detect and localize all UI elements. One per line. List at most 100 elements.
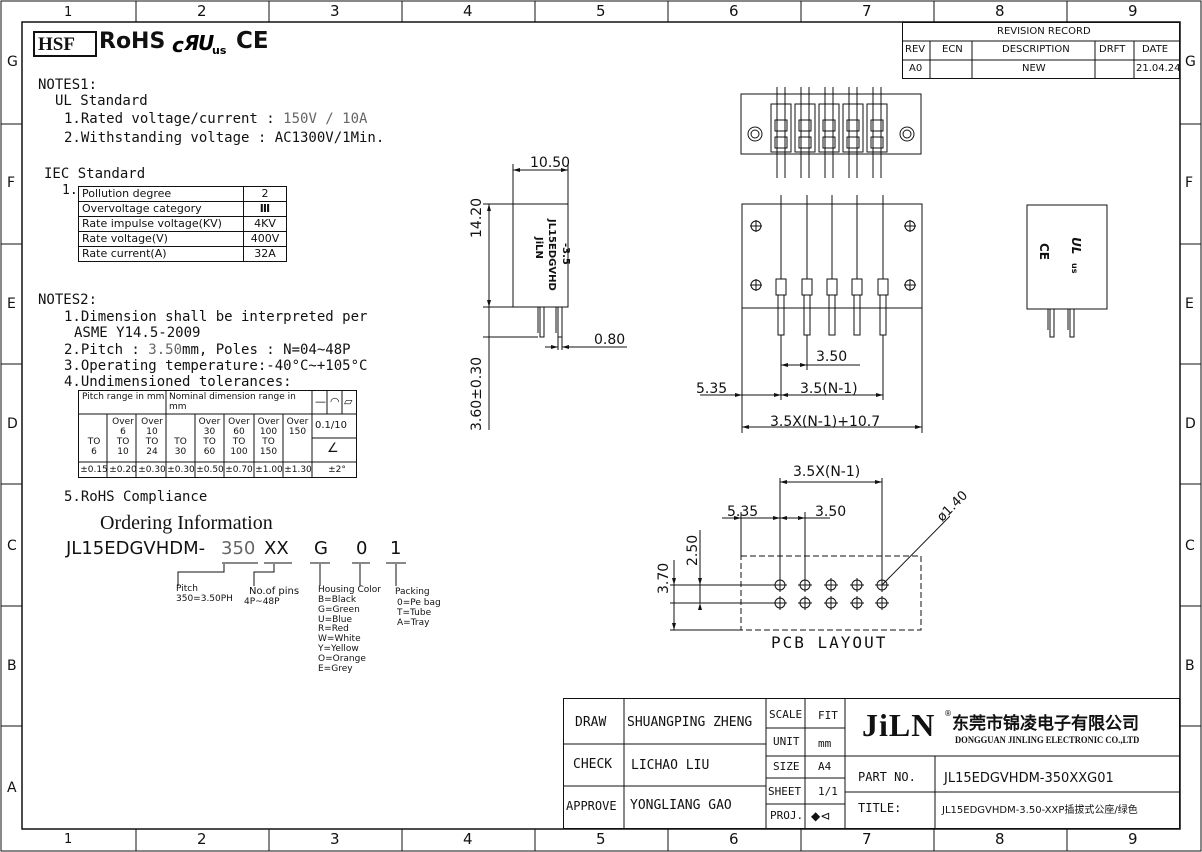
dim-pcb-span: 3.5X(N-1) (793, 464, 861, 480)
row-label-g: G (7, 54, 18, 70)
ordering-leaders (177, 562, 406, 586)
tb-proj-label: PROJ. (770, 809, 804, 822)
ordering-code: JL15EDGVHDM- (66, 540, 205, 558)
ul-logo-us: us (212, 44, 227, 56)
svg-text:U: U (198, 31, 214, 55)
iec-param: Rate voltage(V) (78, 231, 244, 247)
side-mark-part: JL15EDGVHD (546, 219, 557, 291)
tb-unit-label: UNIT (773, 735, 800, 748)
col-label-5: 5 (596, 2, 606, 20)
tb-size-label: SIZE (773, 760, 800, 773)
note2-item-2-suffix: mm, Poles : N=04~48P (182, 342, 351, 358)
packing-item: 0=Pe bag (397, 598, 441, 608)
ordering-code-zero: 0 (356, 538, 368, 559)
iec-value: 32A (243, 246, 287, 262)
packing-list: 0=Pe bag T=Tube A=Tray (397, 598, 441, 628)
company-name-en: DONGGUAN JINLING ELECTRONIC CO.,LTD (955, 735, 1140, 745)
iec-row: Rate current(A)32A (78, 246, 287, 262)
tol-value: ±1.30 (284, 465, 312, 475)
dim-front-offset: 5.35 (696, 381, 728, 397)
tb-approve-value: YONGLIANG GAO (630, 798, 732, 813)
tol-pitch-col: Over 10 TO 24 (141, 417, 163, 457)
col-label-9: 9 (1128, 2, 1138, 20)
ordering-code-prefix: JL15EDGVHDM- (66, 538, 206, 559)
ordering-code-pins: XX (264, 538, 289, 559)
svg-text:c: c (172, 33, 184, 56)
housing-color-label: Housing Color (318, 585, 381, 595)
col-label-3-bottom: 3 (330, 830, 340, 848)
top-view (740, 87, 922, 178)
dim-pcb-row-gap: 2.50 (685, 534, 701, 566)
col-label-7: 7 (862, 2, 872, 20)
tol-value: ±1.00 (255, 465, 283, 475)
tol-pitch-col: Over 6 TO 10 (112, 417, 134, 457)
packing-item: A=Tray (397, 618, 430, 628)
tb-draw-value: SHUANGPING ZHENG (627, 715, 753, 730)
dim-front-total: 3.5X(N-1)+10.7 (770, 414, 881, 430)
dim-front-span: 3.5(N-1) (800, 381, 858, 397)
iec-param: Rate impulse voltage(KV) (78, 216, 244, 232)
dim-front-pitch: 3.50 (816, 349, 848, 365)
row-label-e-right: E (1185, 296, 1194, 312)
rohs-logo: RoHS (99, 29, 166, 54)
col-label-2: 2 (197, 2, 207, 20)
row-label-b: B (7, 658, 17, 674)
ul-standard-title: UL Standard (55, 93, 148, 109)
tol-angle-sym: ∠ (327, 441, 339, 456)
iec-standard-title: IEC Standard (44, 166, 146, 182)
housing-color-item: Y=Yellow (318, 643, 359, 654)
note2-item-5: 5.RoHS Compliance (64, 489, 208, 505)
ul-note-1: 1.Rated voltage/current : 150V / 10A (64, 112, 367, 126)
housing-color-item: R=Red (318, 624, 349, 635)
pins-value: 4P~48P (244, 597, 280, 607)
note2-item-2: 2.Pitch : 3.50mm, Poles : N=04~48P (64, 343, 351, 357)
housing-color-list: B=Black G=Green U=Blue R=Red W=White Y=Y… (318, 595, 366, 674)
rear-mark-us: us (1070, 263, 1079, 274)
ul-note-1-value: 150V / 10A (283, 111, 368, 127)
tb-check-value: LICHAO LIU (631, 758, 710, 773)
housing-color-item: O=Orange (318, 653, 366, 664)
registered-mark-icon: ® (944, 709, 952, 718)
note2-item-4: 4.Undimensioned tolerances: (64, 374, 292, 390)
rev-row-description: NEW (1022, 63, 1046, 74)
tol-nominal-col: Over 150 (286, 417, 309, 437)
side-mark-brand: JiLN (533, 237, 544, 259)
rear-mark-ul: UL (1069, 237, 1083, 255)
ul-logo: c Я U us (172, 31, 227, 56)
tol-sym-straight: — (315, 395, 326, 408)
col-label-3: 3 (330, 2, 340, 20)
tol-sym-arc: ◠ (330, 395, 340, 408)
dim-pcb-row-offset: 3.70 (656, 562, 672, 594)
iec-row: Rate impulse voltage(KV)4KV (78, 216, 287, 232)
tol-pitch-col: TO 6 (87, 437, 101, 457)
hsf-logo-text: HSF (38, 34, 75, 55)
company-logo: JiLN (862, 707, 936, 743)
ul-note-2: 2.Withstanding voltage : AC1300V/1Min. (64, 130, 385, 146)
tb-title-value: JL15EDGVHDM-3.50-XXP插拔式公座/绿色 (942, 805, 1138, 816)
col-label-8-bottom: 8 (995, 830, 1005, 848)
tol-nominal-col: Over 30 TO 60 (198, 417, 221, 457)
revision-title: REVISION RECORD (997, 26, 1091, 37)
tb-unit-value: mm (818, 737, 832, 750)
tol-value: ±0.30 (167, 465, 195, 475)
tb-sheet-value: 1/1 (818, 785, 838, 798)
tol-value: ±0.15 (80, 465, 108, 475)
iec-value: 400V (243, 231, 287, 247)
note2-item-1a: 1.Dimension shall be interpreted per (64, 309, 368, 325)
col-label-6-bottom: 6 (729, 830, 739, 848)
iec-param: Rate current(A) (78, 246, 244, 262)
col-label-8: 8 (995, 2, 1005, 20)
col-label-4: 4 (463, 2, 473, 20)
dim-pcb-offset: 5.35 (727, 504, 759, 520)
rear-mark-ce: CE (1037, 243, 1051, 261)
housing-color-item: U=Blue (318, 614, 353, 625)
dim-pcb-pitch: 3.50 (815, 504, 847, 520)
row-label-b-right: B (1185, 658, 1195, 674)
side-mark-pitch: -3.5 (560, 243, 571, 265)
col-label-1-bottom: 1 (64, 832, 73, 847)
note2-item-1b: ASME Y14.5-2009 (74, 325, 201, 341)
tb-draw-label: DRAW (575, 715, 607, 730)
rev-header-description: DESCRIPTION (1002, 44, 1070, 55)
